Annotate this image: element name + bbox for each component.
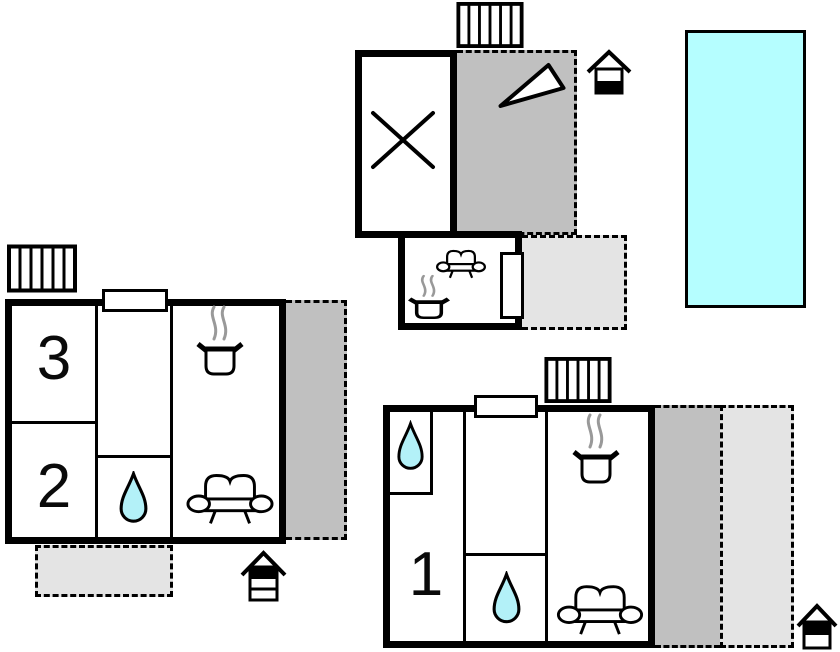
sofa-icon <box>186 466 274 528</box>
terrace-bottom-unit <box>655 405 720 648</box>
room-label-3: 3 <box>36 324 72 393</box>
swimming-pool <box>685 30 806 308</box>
cooking-pot-icon <box>566 412 626 492</box>
interior-wall <box>463 412 466 641</box>
interior-wall <box>390 492 433 495</box>
cooking-pot-icon <box>190 304 250 384</box>
cooking-pot-icon <box>407 274 451 324</box>
sofa-icon <box>436 246 486 280</box>
bbq-grill-icon <box>796 602 838 650</box>
interior-wall <box>95 455 173 458</box>
sofa-icon <box>556 578 644 638</box>
stairs-icon <box>456 2 524 48</box>
interior-wall <box>545 412 548 641</box>
interior-wall <box>170 306 173 537</box>
water-drop-icon <box>395 420 426 476</box>
window <box>474 395 538 418</box>
terrace-left-unit <box>286 300 347 540</box>
water-drop-icon <box>490 571 523 629</box>
patio-bottom-unit <box>720 405 794 648</box>
awning-triangle-icon <box>494 59 570 111</box>
interior-wall <box>430 412 433 495</box>
door <box>500 252 524 319</box>
window <box>102 289 168 312</box>
patio-middle-unit <box>513 235 627 330</box>
room-label-2: 2 <box>36 452 72 521</box>
water-drop-icon <box>117 471 150 528</box>
staircase-cross-icon <box>370 110 436 170</box>
patio-left-unit <box>35 545 173 597</box>
bbq-grill-icon <box>586 49 632 95</box>
bbq-grill-icon <box>240 549 287 603</box>
interior-wall <box>12 421 98 424</box>
stairs-icon <box>7 244 77 293</box>
stairs-icon <box>543 357 613 403</box>
interior-wall <box>466 553 545 556</box>
room-label-1: 1 <box>408 540 444 609</box>
